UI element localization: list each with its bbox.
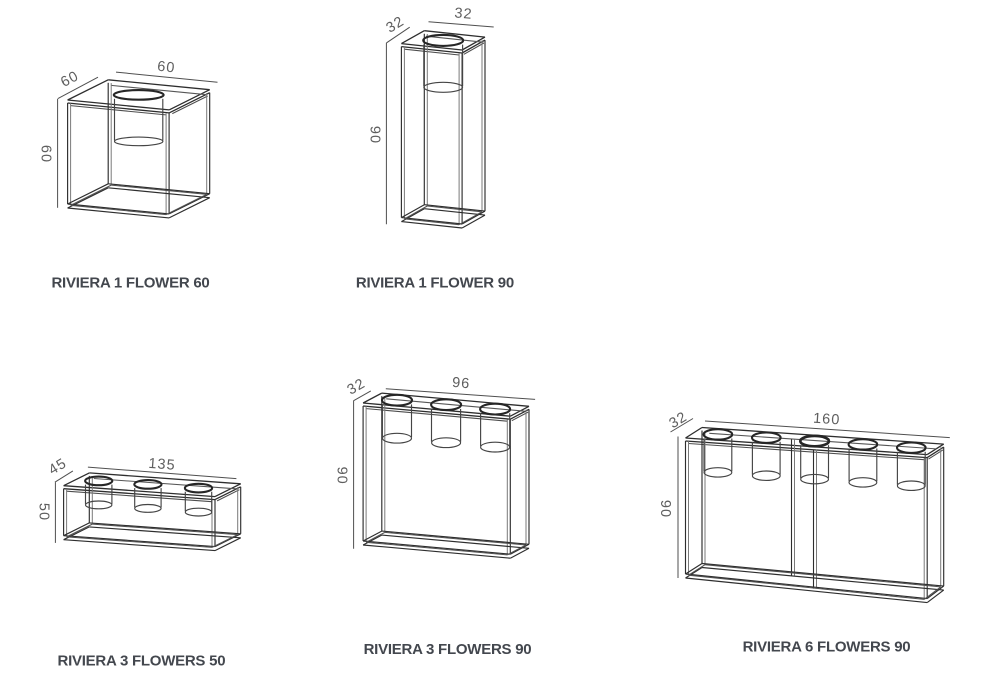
svg-text:RIVIERA 3 FLOWERS 90: RIVIERA 3 FLOWERS 90	[364, 641, 532, 658]
svg-text:135: 135	[148, 456, 176, 474]
svg-text:RIVIERA 3 FLOWERS 50: RIVIERA 3 FLOWERS 50	[57, 652, 225, 669]
svg-text:RIVIERA 1 FLOWER 60: RIVIERA 1 FLOWER 60	[51, 274, 209, 291]
svg-text:RIVIERA 6 FLOWERS 90: RIVIERA 6 FLOWERS 90	[743, 638, 911, 655]
svg-text:50: 50	[36, 503, 52, 521]
svg-text:96: 96	[452, 375, 471, 392]
svg-text:60: 60	[38, 145, 54, 163]
svg-text:RIVIERA 1 FLOWER 90: RIVIERA 1 FLOWER 90	[356, 274, 514, 291]
svg-text:90: 90	[367, 126, 383, 144]
svg-text:60: 60	[156, 59, 176, 77]
svg-text:90: 90	[657, 500, 673, 518]
svg-text:160: 160	[813, 411, 841, 429]
svg-text:32: 32	[454, 5, 473, 22]
svg-text:60: 60	[58, 68, 82, 91]
svg-text:90: 90	[334, 467, 350, 485]
svg-text:32: 32	[345, 376, 369, 399]
